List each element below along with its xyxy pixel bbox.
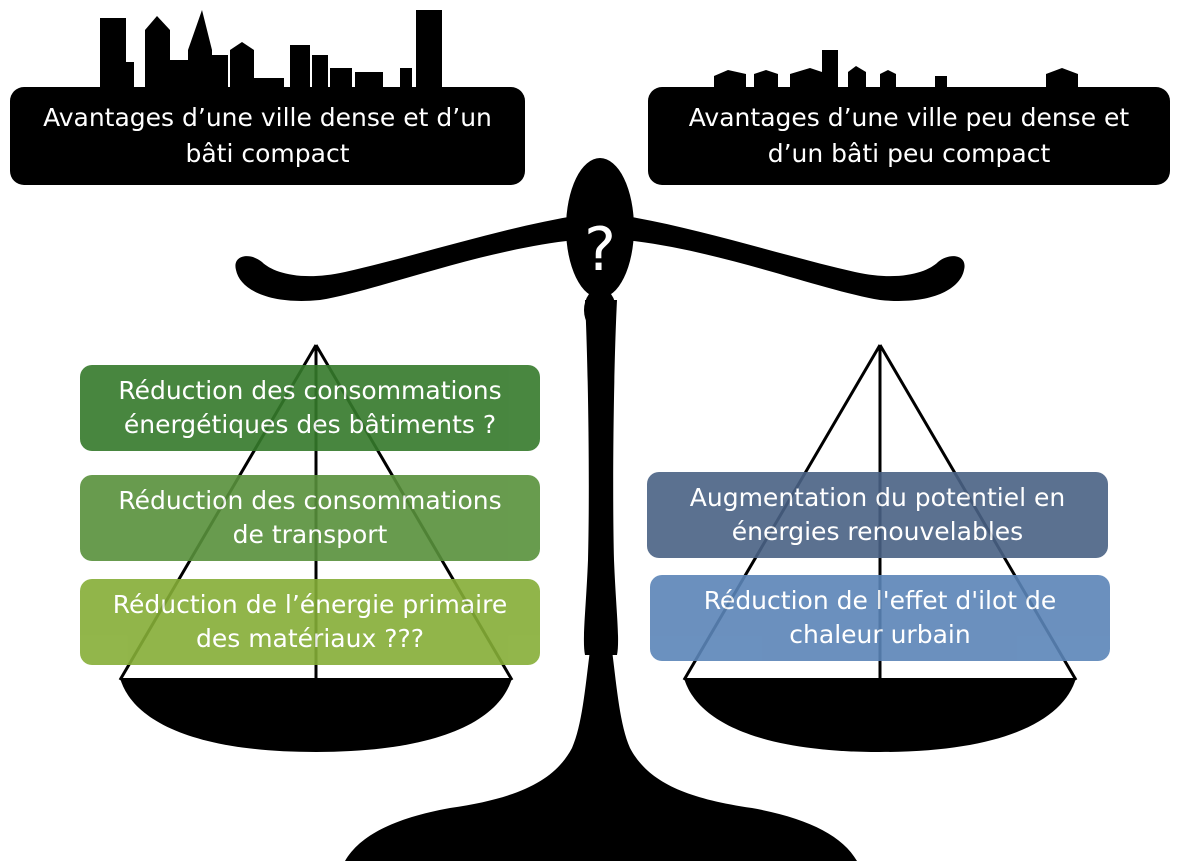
card-line2: de transport xyxy=(232,520,388,549)
sparse-advantage-heat-island: Réduction de l'effet d'ilot de chaleur u… xyxy=(650,575,1110,661)
card-line2: des matériaux ??? xyxy=(195,624,424,653)
card-line2: énergétiques des bâtiments ? xyxy=(123,410,497,439)
dense-city-header: Avantages d’une ville dense et d’un bâti… xyxy=(10,87,525,185)
card-line2: chaleur urbain xyxy=(789,620,971,649)
question-mark: ? xyxy=(584,215,616,285)
dense-skyline-icon xyxy=(100,10,442,88)
sparse-city-header: Avantages d’une ville peu dense et d’un … xyxy=(648,87,1170,185)
card-line1: Réduction de l'effet d'ilot de xyxy=(703,586,1057,615)
card-line1: Réduction de l’énergie primaire xyxy=(112,590,508,619)
dense-advantage-transport: Réduction des consommations de transport xyxy=(80,475,540,561)
dense-city-header-line1: Avantages d’une ville dense et d’un xyxy=(43,103,492,132)
card-line2: énergies renouvelables xyxy=(731,517,1024,546)
sparse-skyline-icon xyxy=(714,50,1078,88)
dense-advantage-building-energy: Réduction des consommations énergétiques… xyxy=(80,365,540,451)
dense-advantage-materials: Réduction de l’énergie primaire des maté… xyxy=(80,579,540,665)
dense-city-header-line2: bâti compact xyxy=(185,139,350,168)
sparse-city-header-line2: d’un bâti peu compact xyxy=(767,139,1051,168)
card-line1: Réduction des consommations xyxy=(118,376,502,405)
sparse-advantage-renewables: Augmentation du potentiel en énergies re… xyxy=(647,472,1108,558)
card-line1: Réduction des consommations xyxy=(118,486,502,515)
sparse-city-header-line1: Avantages d’une ville peu dense et xyxy=(688,103,1130,132)
card-line1: Augmentation du potentiel en xyxy=(689,483,1066,512)
